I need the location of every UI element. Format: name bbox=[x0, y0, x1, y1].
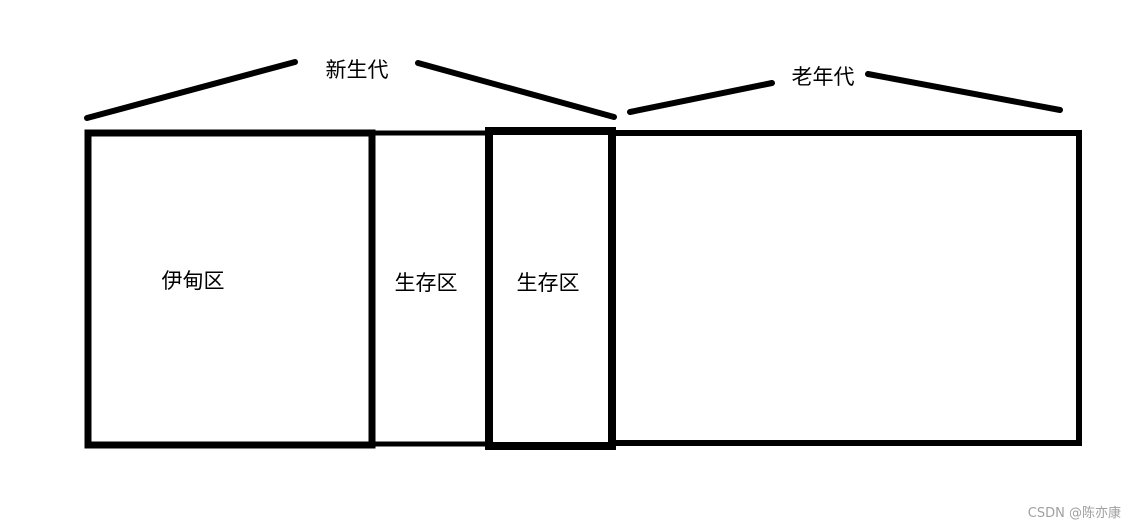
young-gen-brace-left bbox=[84, 59, 298, 121]
old-gen-label: 老年代 bbox=[792, 65, 855, 89]
survivor-label-1: 生存区 bbox=[395, 271, 458, 295]
young-gen-label: 新生代 bbox=[326, 58, 389, 82]
old-gen-brace-left bbox=[627, 80, 775, 115]
watermark: CSDN @陈亦康 bbox=[1027, 506, 1121, 521]
old-gen-brace-right bbox=[865, 71, 1063, 113]
survivor-label-2: 生存区 bbox=[517, 271, 580, 295]
eden-region bbox=[84, 129, 376, 449]
old-gen-region bbox=[609, 130, 1082, 446]
young-gen-brace-right bbox=[415, 60, 617, 120]
eden-label: 伊甸区 bbox=[162, 269, 225, 293]
